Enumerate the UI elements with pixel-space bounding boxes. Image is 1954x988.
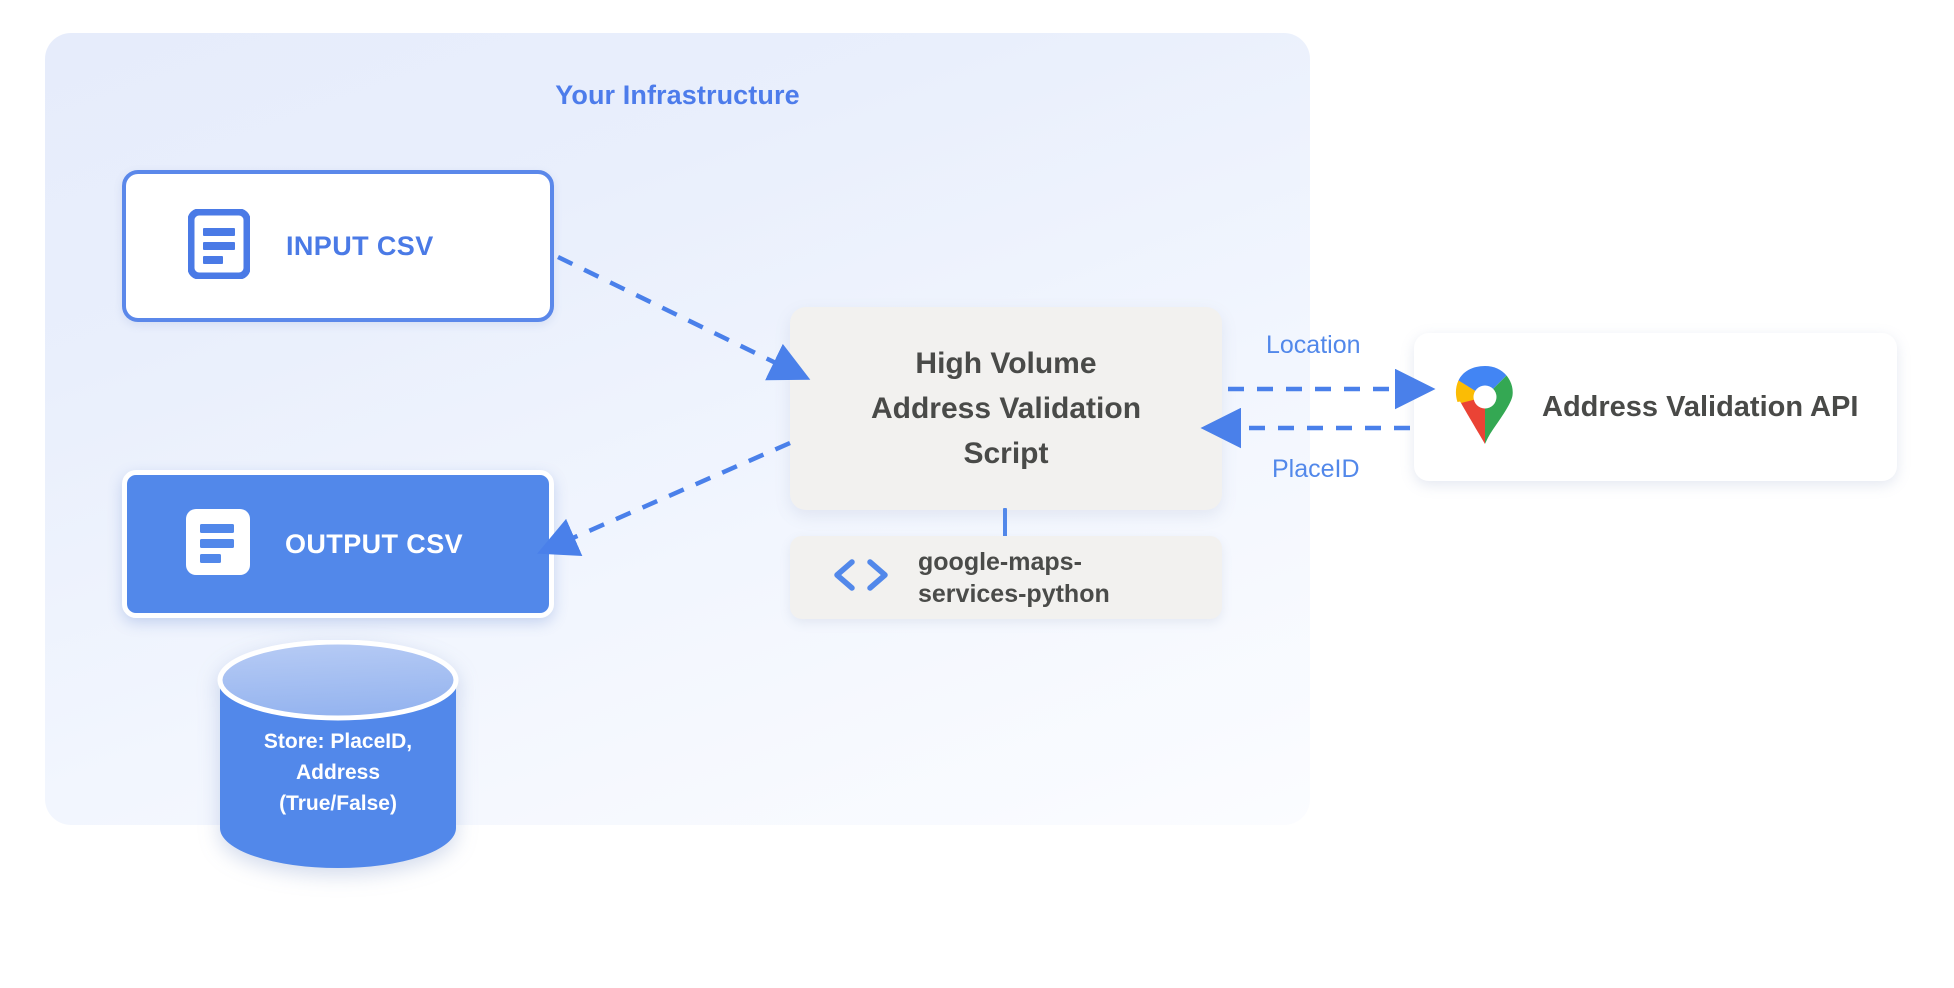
panel-title: Your Infrastructure — [555, 80, 800, 110]
node-address-validation-api-label: Address Validation API — [1542, 390, 1859, 423]
node-input-csv[interactable]: INPUT CSV — [122, 170, 554, 322]
node-validation-script[interactable]: High Volume Address Validation Script — [790, 307, 1222, 510]
node-validation-script-label: High Volume Address Validation Script — [870, 347, 1142, 470]
node-output-csv[interactable]: OUTPUT CSV — [122, 470, 554, 618]
node-address-validation-api[interactable]: Address Validation API — [1414, 333, 1897, 481]
document-icon — [185, 508, 251, 581]
database-cylinder-icon — [217, 639, 459, 868]
node-database-store[interactable] — [216, 639, 460, 868]
edge-label-location: Location — [1266, 331, 1361, 359]
edge-script-to-library — [1003, 508, 1007, 538]
code-brackets-icon — [832, 557, 890, 598]
node-input-csv-label: INPUT CSV — [286, 230, 434, 261]
node-client-library-label: google-maps- services-python — [918, 547, 1110, 608]
google-maps-pin-icon — [1454, 365, 1516, 449]
document-icon — [187, 208, 251, 284]
edge-label-placeid: PlaceID — [1272, 455, 1360, 483]
node-output-csv-label: OUTPUT CSV — [285, 528, 464, 559]
node-client-library[interactable]: google-maps- services-python — [790, 536, 1222, 619]
